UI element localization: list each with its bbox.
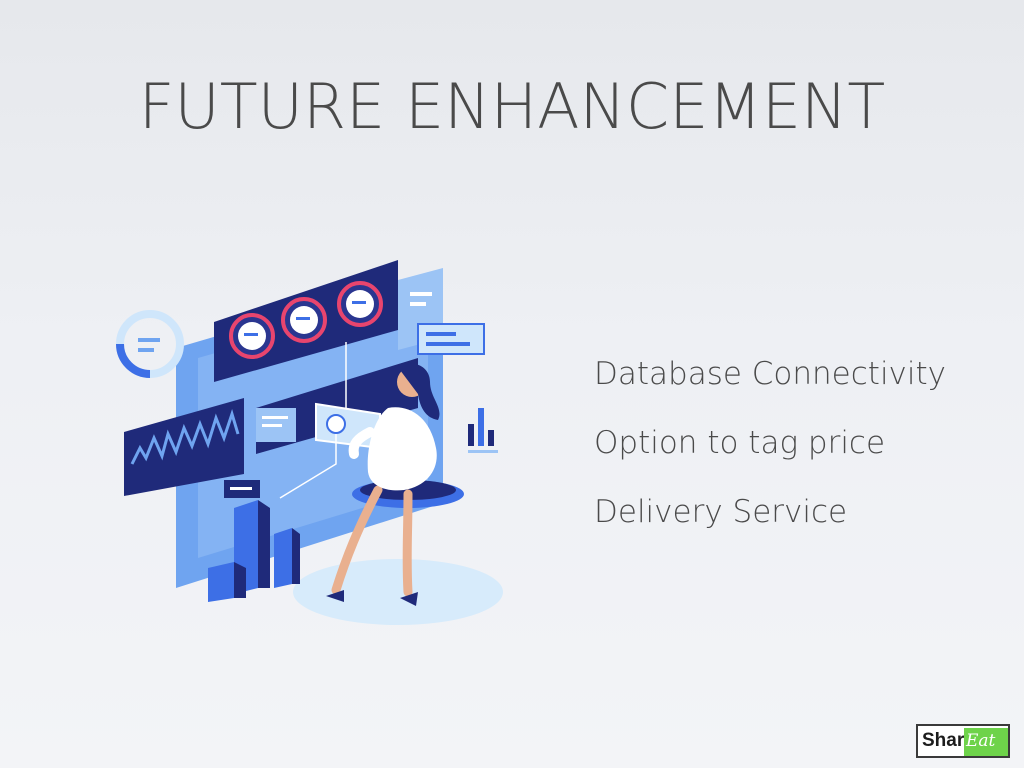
bullet-item: Database Connectivity bbox=[594, 356, 947, 392]
logo-accent-block bbox=[964, 728, 1008, 756]
slide-title: FUTURE ENHANCEMENT bbox=[138, 70, 886, 143]
bullet-item: Option to tag price bbox=[594, 425, 886, 461]
logo-text-main: Shar bbox=[922, 730, 965, 751]
sharEat-logo: Shar Eat bbox=[916, 724, 1010, 758]
bullet-item: Delivery Service bbox=[594, 494, 848, 530]
woman-dashboard-icon bbox=[116, 260, 503, 625]
dashboard-illustration bbox=[108, 258, 508, 630]
bullet-list: Database Connectivity Option to tag pric… bbox=[594, 352, 1014, 559]
logo-text-script: Eat bbox=[966, 731, 996, 751]
